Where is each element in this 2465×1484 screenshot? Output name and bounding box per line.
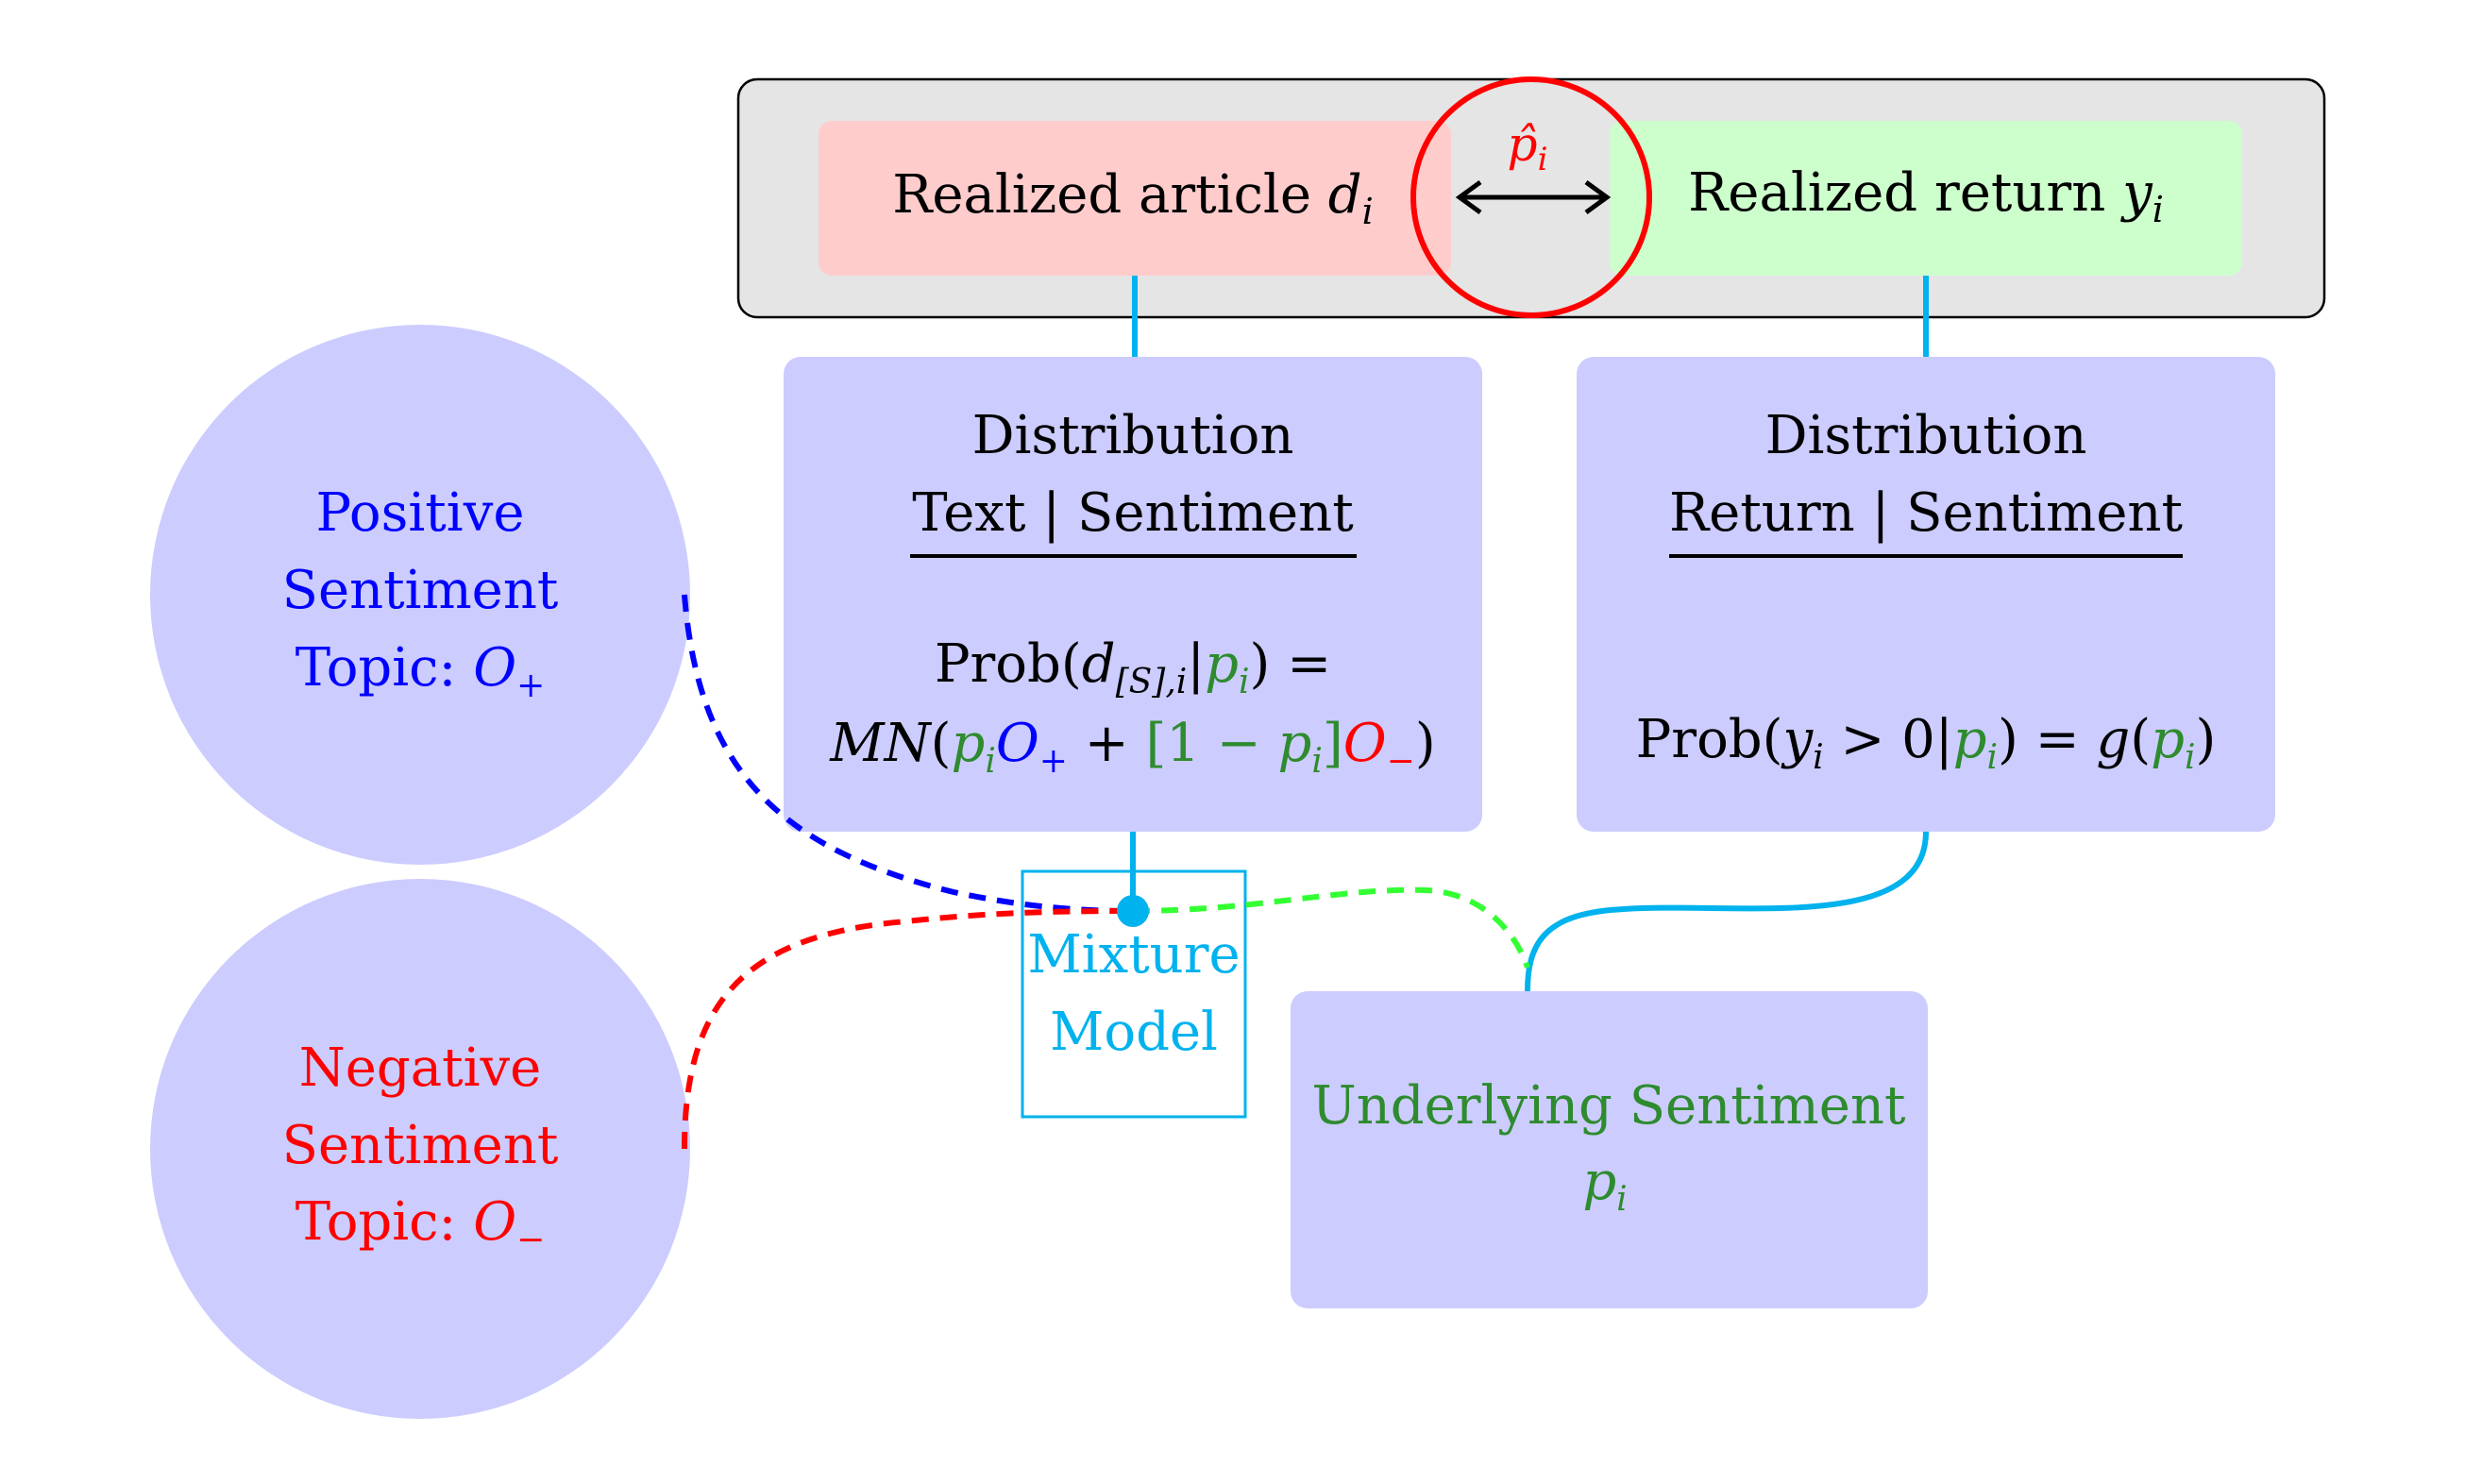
negative-topic-label: Negative xyxy=(299,1037,542,1099)
return-distribution-subtitle: Return | Sentiment xyxy=(1669,482,2183,544)
mixture-model-label: Model xyxy=(1050,1002,1218,1063)
underlying-sentiment-label: Underlying Sentiment xyxy=(1312,1075,1906,1137)
realized-article-label: Realized article di xyxy=(892,164,1374,232)
positive-topic-variable: Topic: O+ xyxy=(295,637,546,705)
text-distribution-subtitle: Text | Sentiment xyxy=(912,482,1354,544)
estimate-highlight-circle xyxy=(1410,76,1652,318)
positive-topic-circle xyxy=(150,325,690,865)
negative-topic-variable: Topic: O− xyxy=(295,1191,546,1259)
return-to-sentiment-connector xyxy=(1525,831,1929,992)
sentiment-dashed-link xyxy=(1132,886,1530,969)
text-distribution-title: Distribution xyxy=(972,405,1294,466)
realized-return-label: Realized return yi xyxy=(1688,162,2164,230)
estimated-sentiment-label: p̂i xyxy=(1508,117,1548,178)
realized-return-box xyxy=(1610,121,2242,276)
return-distribution-formula: Prob(yi > 0|pi) = g(pi) xyxy=(1636,709,2217,777)
negative-topic-label: Sentiment xyxy=(282,1115,559,1176)
return-distribution-box xyxy=(1577,357,2275,832)
mixture-node-dot xyxy=(1117,895,1149,927)
underlying-sentiment-box xyxy=(1291,991,1928,1308)
mixture-model-label: Mixture xyxy=(1027,924,1240,986)
realized-article-box xyxy=(819,121,1451,276)
text-distribution-formula-line2: MN(piO+ + [1 − pi]O−) xyxy=(829,713,1435,781)
negative-topic-circle xyxy=(150,879,690,1419)
text-distribution-formula-line1: Prob(d[S],i|pi) = xyxy=(935,633,1331,701)
underlying-sentiment-variable: pi xyxy=(1582,1151,1627,1219)
positive-topic-label: Positive xyxy=(316,482,525,544)
text-distribution-box xyxy=(784,357,1482,832)
return-distribution-title: Distribution xyxy=(1765,405,2087,466)
positive-topic-label: Sentiment xyxy=(282,560,559,621)
negative-topic-dashed-link xyxy=(682,908,1134,1150)
double-arrow-icon xyxy=(1455,179,1612,215)
